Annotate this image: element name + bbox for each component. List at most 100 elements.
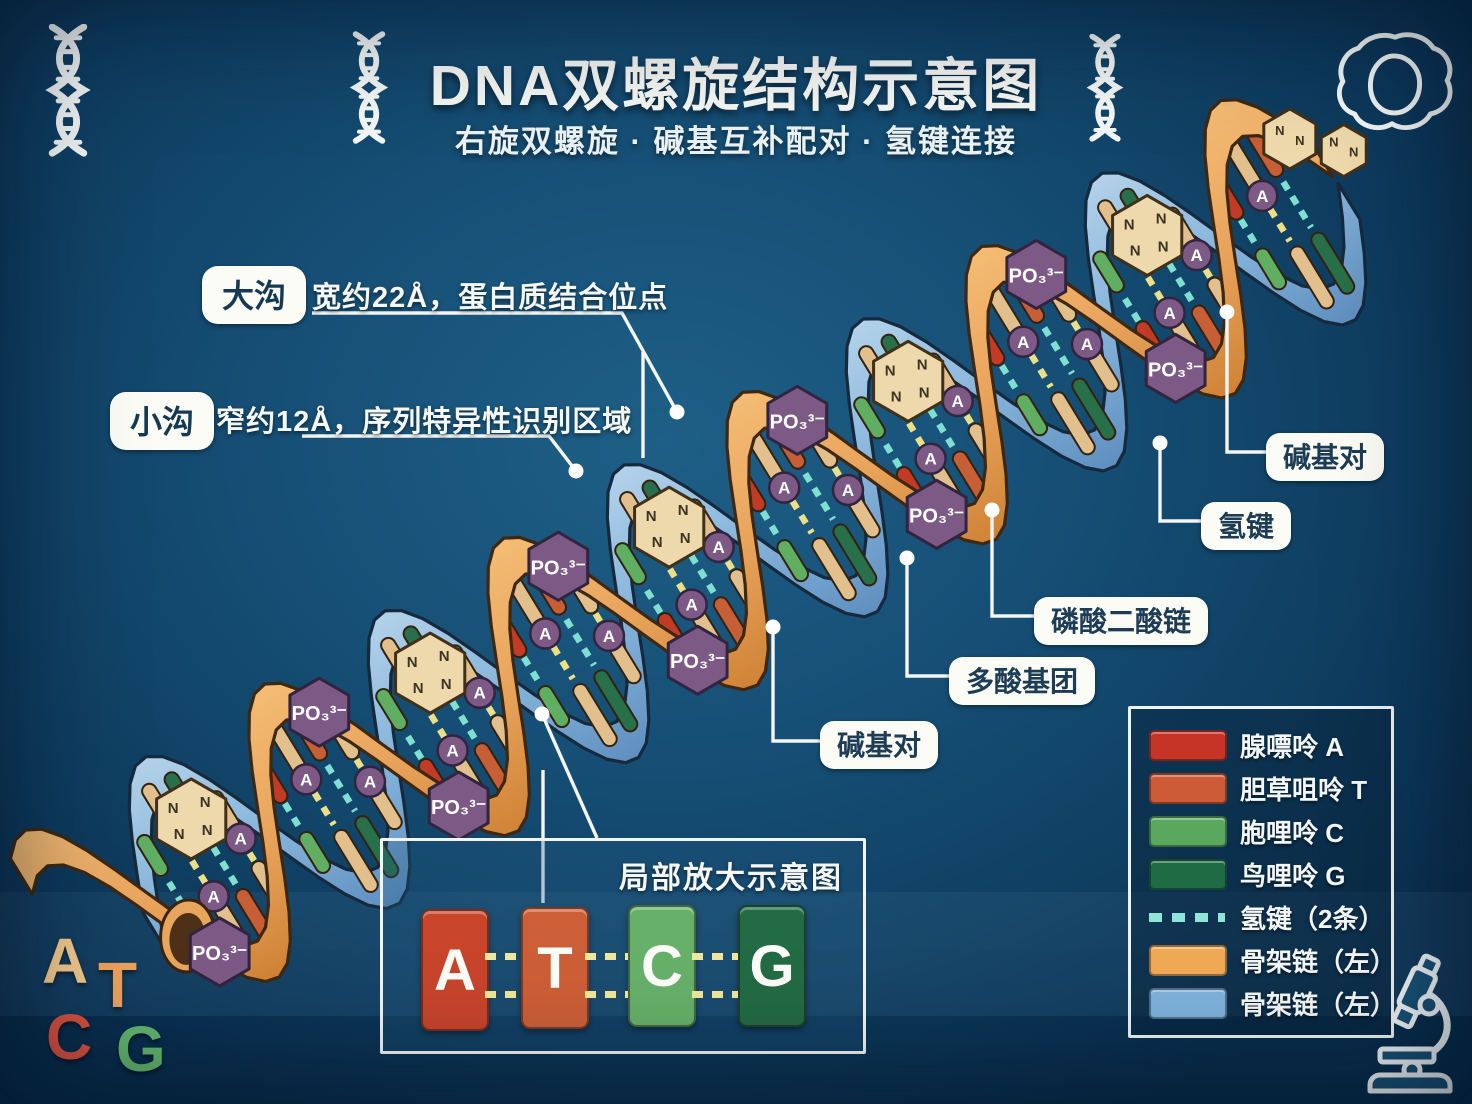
adenine-marker: A bbox=[831, 473, 865, 507]
hydrogen-bond-dashes bbox=[760, 509, 783, 542]
nitrogen-label: N bbox=[1349, 145, 1358, 160]
adenine-marker-label: A bbox=[446, 742, 458, 761]
adenine-marker: A bbox=[914, 442, 947, 475]
hydrogen-bond-dashes bbox=[1190, 247, 1213, 279]
backbone-chain-left bbox=[8, 98, 1335, 984]
base-block-g: G bbox=[738, 905, 806, 1027]
base-rod bbox=[850, 497, 879, 537]
adenine-marker: A bbox=[1153, 296, 1186, 330]
base-rod bbox=[356, 817, 398, 877]
nitrogen-label: N bbox=[413, 680, 424, 697]
dash-swatch bbox=[1149, 913, 1225, 922]
nitrogen-label: N bbox=[1124, 216, 1135, 233]
hydrogen-bond-dashes bbox=[682, 544, 717, 594]
dna-icon bbox=[45, 24, 91, 157]
inset-title: 局部放大示意图 bbox=[619, 862, 843, 895]
hydrogen-bond-dashes bbox=[951, 393, 974, 425]
phosphate-hexagon: PO₃³⁻ bbox=[1005, 238, 1068, 310]
hydrogen-bond-dashes bbox=[234, 830, 257, 863]
major-groove-leader bbox=[312, 311, 679, 413]
adenine-marker: A bbox=[197, 880, 230, 913]
base-rod bbox=[1052, 393, 1094, 454]
hydrogen-bond-dashes bbox=[324, 763, 358, 813]
adenine-marker-label: A bbox=[235, 830, 247, 849]
adenine-marker-label: A bbox=[364, 773, 376, 792]
base-pair-right-label: 碱基对 bbox=[1266, 433, 1385, 481]
adenine-marker: A bbox=[1245, 179, 1279, 213]
phosphate-label: PO₃³⁻ bbox=[531, 557, 586, 579]
nitrogen-label: N bbox=[646, 508, 657, 525]
base-rod bbox=[1291, 247, 1333, 308]
legend-label: 胆草咀呤 T bbox=[1240, 775, 1368, 805]
hydrogen-bond-label: 氢键 bbox=[1201, 502, 1292, 550]
adenine-marker: A bbox=[1006, 325, 1040, 359]
callout-dot bbox=[1152, 435, 1168, 451]
hydrogen-bond-dashes bbox=[521, 655, 544, 688]
page-subtitle: 右旋双螺旋 · 碱基互补配对 · 氢键连接 bbox=[454, 124, 1018, 159]
phosphate-group-label: 多酸基团 bbox=[949, 657, 1096, 705]
hydrogen-bond-dashes bbox=[802, 472, 836, 522]
adenine-marker: A bbox=[767, 471, 801, 504]
hydrogen-bond-dashes bbox=[1118, 291, 1142, 323]
base-rod bbox=[1094, 252, 1123, 292]
base-rod bbox=[1017, 395, 1047, 435]
legend-label: 鸟哩呤 G bbox=[1240, 861, 1346, 891]
callout-dot bbox=[899, 550, 915, 566]
inset-hbond-dash bbox=[585, 991, 628, 998]
dna-icon bbox=[1086, 34, 1124, 142]
phosphate-hexagon: PO₃³⁻ bbox=[427, 770, 490, 842]
base-rod bbox=[1073, 379, 1115, 439]
base-rod bbox=[372, 789, 401, 829]
phosphate-label: PO₃³⁻ bbox=[1009, 265, 1064, 287]
legend-swatch-dash bbox=[1149, 913, 1227, 922]
nitrogen-label: N bbox=[1295, 133, 1304, 148]
legend-swatch bbox=[1149, 773, 1227, 804]
base-rod bbox=[138, 835, 167, 875]
hydrogen-bond-dashes bbox=[282, 801, 305, 834]
base-rod bbox=[611, 643, 640, 683]
hydrogen-bond-dashes bbox=[921, 399, 956, 449]
legend-label: 胞哩呤 C bbox=[1240, 818, 1345, 848]
base-rod bbox=[1089, 351, 1118, 391]
adenine-marker-label: A bbox=[685, 596, 697, 615]
base-rod bbox=[595, 671, 637, 731]
legend-label: 骨架链（左） bbox=[1240, 947, 1397, 977]
adenine-marker: A bbox=[702, 530, 735, 564]
legend-swatch bbox=[1149, 859, 1227, 890]
hydrogen-bond-dashes bbox=[473, 684, 496, 717]
adenine-marker: A bbox=[1180, 238, 1213, 272]
callout-dot bbox=[1219, 304, 1235, 320]
nitrogen-label: N bbox=[174, 826, 185, 843]
major-groove-desc: 宽约22Å，蛋白质结合位点 bbox=[312, 282, 669, 314]
base-pair-left-label: 碱基对 bbox=[820, 721, 939, 769]
callout-leader-lines bbox=[302, 311, 1266, 903]
hydrogen-bond-dashes bbox=[592, 612, 616, 644]
callout-dots bbox=[534, 304, 1235, 722]
page-title: DNA双螺旋结构示意图 bbox=[429, 54, 1043, 118]
hydrogen-bond-dashes bbox=[563, 617, 597, 667]
adenine-marker-label: A bbox=[713, 538, 725, 557]
legend-label: 骨架链（左） bbox=[1240, 990, 1397, 1020]
hydrogen-bond-dashes bbox=[999, 364, 1022, 396]
adenine-marker-label: A bbox=[207, 887, 219, 906]
dna-icon bbox=[349, 31, 389, 144]
legend-item-adenine: 腺嘌呤 A bbox=[1149, 724, 1391, 767]
hydrogen-bond-dashes bbox=[712, 539, 735, 571]
hydrogen-bond-dashes bbox=[353, 757, 377, 790]
minor-groove-desc: 窄约12Å，序列特异性识别区域 bbox=[216, 406, 633, 438]
base-rod bbox=[813, 539, 855, 600]
microscope-icon bbox=[1367, 953, 1453, 1094]
nitrogen-label: N bbox=[1329, 135, 1338, 150]
legend-label: 腺嘌呤 A bbox=[1240, 732, 1345, 762]
legend-swatch bbox=[1149, 816, 1227, 847]
base-block-c: C bbox=[628, 905, 696, 1027]
callout-dot bbox=[765, 619, 781, 635]
nitrogen-label: N bbox=[1130, 242, 1141, 259]
adenine-marker-label: A bbox=[1081, 335, 1093, 354]
base-rod bbox=[300, 832, 330, 872]
phosphate-label: PO₃³⁻ bbox=[670, 651, 725, 673]
